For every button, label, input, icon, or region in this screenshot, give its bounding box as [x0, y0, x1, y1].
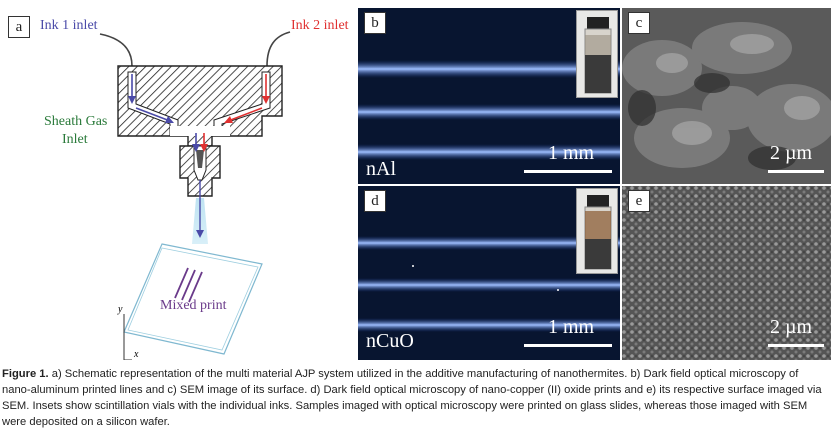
- caption-lead: Figure 1.: [2, 368, 49, 380]
- substrate: [123, 243, 263, 355]
- panel-c-scale-label: 2 µm: [770, 142, 813, 164]
- panel-d-label: d: [364, 190, 386, 212]
- mixed-print-lines: [174, 267, 203, 303]
- figure-caption: Figure 1. a) Schematic representation of…: [2, 366, 830, 430]
- printed-line: [358, 278, 620, 292]
- panel-c-scale-bar: [768, 170, 824, 173]
- sheath-gas-label-2: Inlet: [62, 132, 88, 147]
- axis-x-label: x: [134, 349, 139, 360]
- panel-b-scale-label: 1 mm: [548, 142, 595, 164]
- aerosol-jet-schematic: [99, 31, 291, 360]
- sheath-gas-label-1: Sheath Gas: [44, 114, 108, 129]
- vial-inset-nal: [576, 10, 618, 98]
- printed-line: [358, 318, 620, 332]
- panel-d-scale-label: 1 mm: [548, 316, 595, 338]
- figure-1: a: [0, 8, 831, 360]
- panel-d-optical-ncuo: d 1 mm nCuO: [358, 186, 620, 360]
- printed-line: [358, 144, 620, 160]
- printed-line: [358, 104, 620, 120]
- caption-text: a) Schematic representation of the multi…: [2, 368, 822, 428]
- vial-inset-ncuo: [576, 188, 618, 274]
- panel-a-label: a: [8, 16, 30, 38]
- printed-line: [358, 236, 620, 250]
- mixed-print-label: Mixed print: [160, 298, 227, 313]
- panel-b-optical-nal: b 1 mm nAl: [358, 8, 620, 184]
- ink2-label: Ink 2 inlet: [291, 18, 349, 33]
- panel-a-schematic: a: [0, 8, 355, 360]
- ink1-label: Ink 1 inlet: [40, 18, 98, 33]
- panel-e-scale-bar: [768, 344, 824, 347]
- axis-y-label: y: [118, 304, 123, 315]
- panel-c-label: c: [628, 12, 650, 34]
- panel-b-label: b: [364, 12, 386, 34]
- panel-d-material-label: nCuO: [366, 330, 414, 352]
- panel-c-sem-nal: c 2 µm: [622, 8, 831, 184]
- panel-e-label: e: [628, 190, 650, 212]
- printed-line: [358, 60, 620, 78]
- ink2-tube: [266, 31, 291, 67]
- panel-b-scale-bar: [524, 170, 612, 173]
- panel-e-sem-ncuo: e 2 µm: [622, 186, 831, 360]
- panel-e-scale-label: 2 µm: [770, 316, 813, 338]
- panel-d-scale-bar: [524, 344, 612, 347]
- panel-b-material-label: nAl: [366, 158, 396, 180]
- ink1-tube: [99, 33, 133, 67]
- axes-icon: [123, 314, 132, 360]
